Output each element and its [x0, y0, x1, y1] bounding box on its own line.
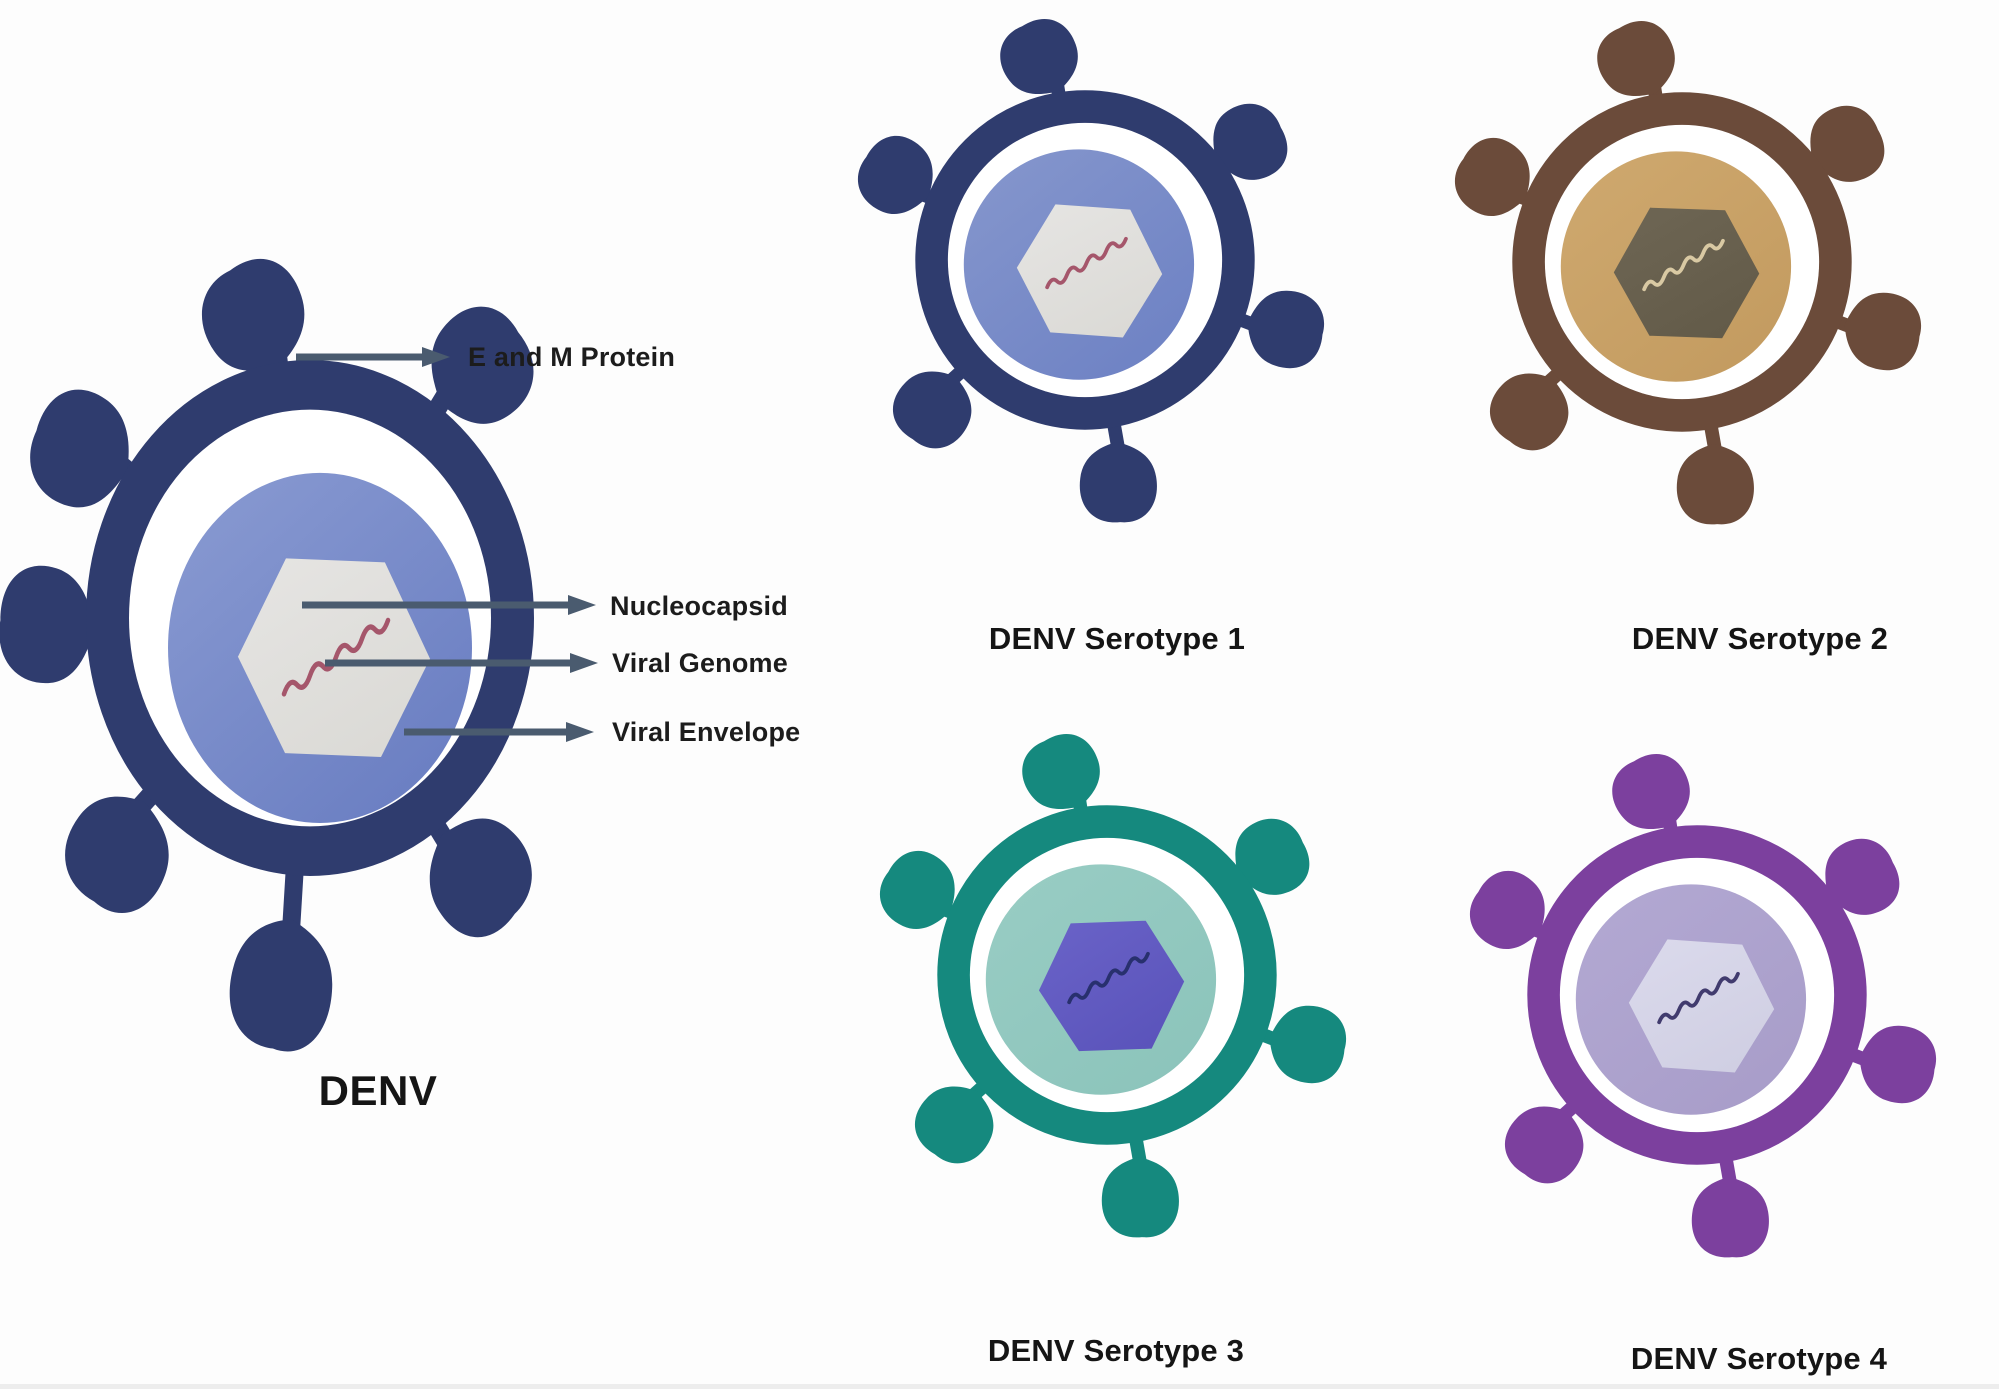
spike-head [1859, 1025, 1936, 1104]
viral-envelope-ring [937, 805, 1277, 1145]
serotype-4-caption: DENV Serotype 4 [1630, 1341, 1888, 1376]
spike-head [1213, 103, 1288, 180]
spike-head [1489, 373, 1569, 451]
genome-squiggle [1642, 238, 1725, 292]
spike-head [879, 850, 955, 930]
nucleocapsid-label: Nucleocapsid [610, 590, 788, 621]
em-protein-label: E and M Protein [468, 341, 676, 372]
genome-squiggle [1067, 951, 1150, 1005]
viral-genome-label: Viral Genome [612, 647, 788, 678]
spike-head [1000, 18, 1078, 94]
genome-squiggle [1657, 971, 1740, 1025]
spike-head [429, 818, 532, 938]
spike-head [1022, 733, 1100, 809]
virus-diagram-serotype-2 [1432, 12, 1932, 525]
em-protein-arrow [296, 347, 450, 367]
serotype-1-caption: DENV Serotype 1 [988, 621, 1246, 656]
spike-head [229, 919, 333, 1052]
spike-head [1079, 441, 1157, 523]
spike-head [1844, 292, 1921, 371]
spike-head [1597, 20, 1675, 96]
spike-head [431, 306, 534, 424]
viral-envelope-ring [1512, 92, 1852, 432]
spike-head [65, 796, 169, 914]
spike-head [1676, 443, 1754, 525]
spike-head [1810, 105, 1885, 182]
spike-head [914, 1086, 994, 1164]
spike-head [1454, 137, 1530, 217]
bottom-edge-line [0, 1384, 1999, 1389]
spike-head [1504, 1106, 1584, 1184]
spike-head [1612, 753, 1690, 829]
virus-diagram-denv [0, 238, 640, 1052]
viral-genome-arrow [325, 653, 598, 673]
spike-head [30, 389, 129, 508]
nucleocapsid-arrow [302, 595, 596, 615]
spike-head [201, 258, 305, 371]
virus-diagram-serotype-3 [857, 725, 1357, 1238]
genome-squiggle [1045, 236, 1128, 290]
spike-head [892, 371, 972, 449]
viral-envelope-ring [1527, 825, 1867, 1165]
serotype-3-caption: DENV Serotype 3 [987, 1333, 1245, 1368]
serotype-2-caption: DENV Serotype 2 [1631, 621, 1889, 656]
viral-envelope-ring [86, 360, 534, 876]
spike-head [1691, 1176, 1769, 1258]
viral-envelope-label: Viral Envelope [612, 716, 801, 747]
spike-head [1101, 1156, 1179, 1238]
genome-squiggle [281, 617, 391, 697]
virus-diagram-serotype-1 [835, 10, 1335, 523]
viral-envelope-ring [915, 90, 1255, 430]
spike-head [1825, 838, 1900, 915]
spike-head [1247, 290, 1324, 369]
spike-head [857, 135, 933, 215]
denv-caption: DENV [318, 1067, 438, 1114]
spike-head [1269, 1005, 1346, 1084]
spike-head [1469, 870, 1545, 950]
spike-head [0, 565, 95, 684]
viral-envelope-arrow [404, 722, 594, 742]
virus-diagram-serotype-4 [1447, 745, 1947, 1258]
spike-head [1235, 818, 1310, 895]
